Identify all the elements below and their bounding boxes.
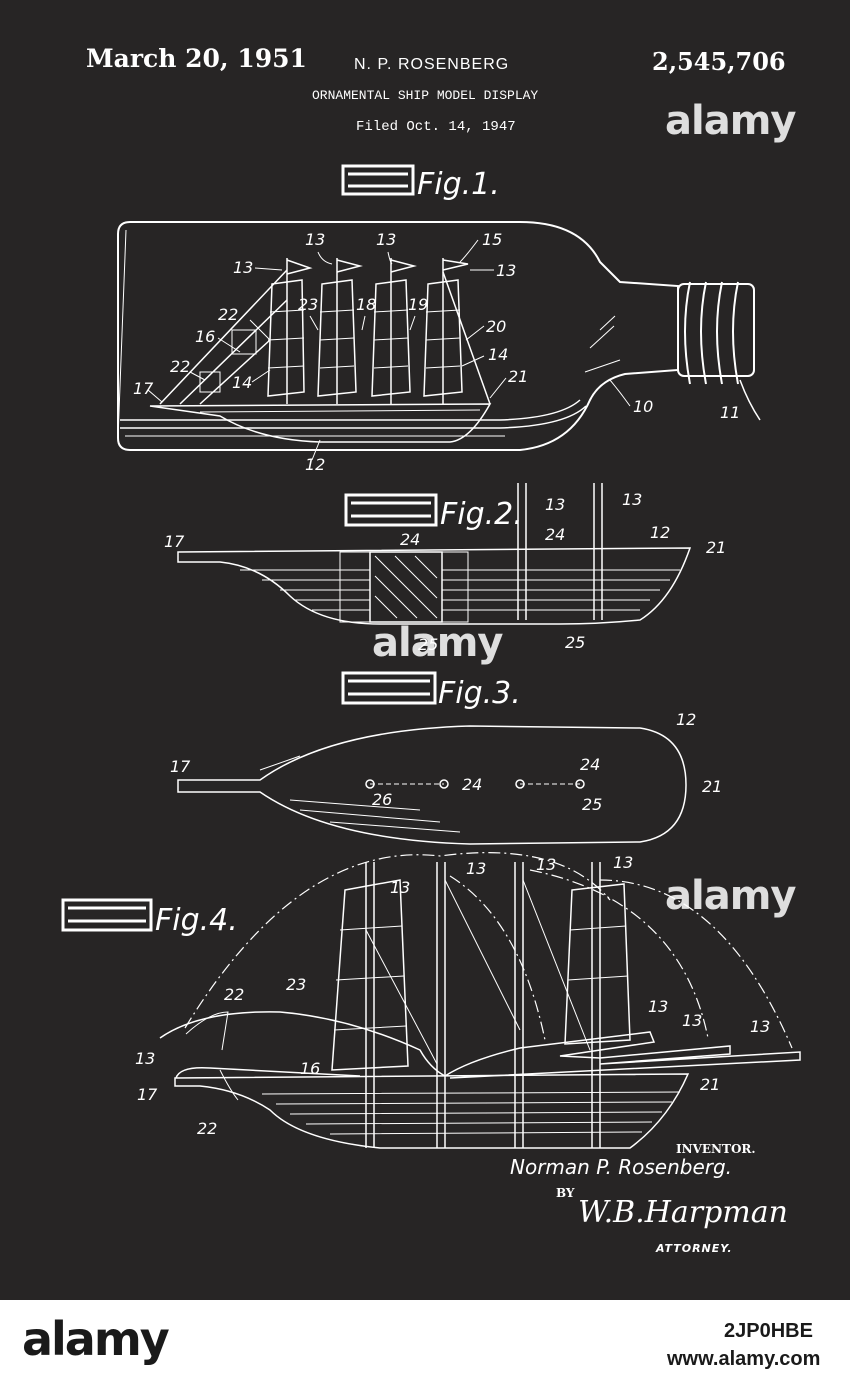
svg-text:22: 22: [170, 357, 190, 376]
svg-text:13: 13: [496, 261, 516, 280]
svg-text:24: 24: [400, 530, 420, 549]
fig3-ref-numbers: 12 17 24 24 26 25 21: [170, 710, 722, 814]
patent-sheet: Fig.1.: [0, 0, 850, 1300]
svg-text:24: 24: [545, 525, 565, 544]
svg-text:13: 13: [466, 859, 486, 878]
fig1-label-text: Fig.1.: [417, 167, 500, 202]
svg-text:17: 17: [164, 532, 185, 551]
fig3-label: Fig.3.: [343, 673, 521, 711]
svg-text:19: 19: [408, 295, 428, 314]
patent-date: March 20, 1951: [86, 44, 307, 73]
svg-text:13: 13: [233, 258, 253, 277]
inventor-name-header: N. P. ROSENBERG: [354, 56, 509, 74]
svg-text:13: 13: [305, 230, 325, 249]
fig1-ref-numbers: 131315 1313 222318 192016 221414 172110 …: [133, 230, 740, 474]
svg-text:13: 13: [648, 997, 668, 1016]
svg-text:17: 17: [133, 379, 154, 398]
svg-text:13: 13: [536, 855, 556, 874]
svg-text:17: 17: [170, 757, 191, 776]
svg-text:12: 12: [676, 710, 696, 729]
svg-text:13: 13: [622, 490, 642, 509]
svg-text:24: 24: [580, 755, 600, 774]
fig1-label: Fig.1.: [343, 166, 500, 202]
svg-text:14: 14: [488, 345, 508, 364]
watermark-logo: alamy: [372, 620, 502, 666]
svg-text:22: 22: [218, 305, 238, 324]
svg-text:25: 25: [565, 633, 585, 652]
svg-text:23: 23: [298, 295, 318, 314]
fig1-ship: [150, 258, 490, 442]
watermark-logo: alamy: [665, 98, 795, 144]
svg-text:23: 23: [286, 975, 306, 994]
svg-text:13: 13: [545, 495, 565, 514]
footer-url[interactable]: www.alamy.com: [667, 1348, 820, 1371]
fig3-label-text: Fig.3.: [438, 676, 521, 711]
image-id: 2JP0HBE: [724, 1320, 813, 1343]
svg-text:13: 13: [613, 853, 633, 872]
svg-text:22: 22: [224, 985, 244, 1004]
fig3-hull-plan: [178, 726, 686, 844]
svg-text:21: 21: [508, 367, 528, 386]
svg-text:21: 21: [706, 538, 726, 557]
svg-text:25: 25: [582, 795, 602, 814]
fig4-label-text: Fig.4.: [155, 903, 238, 938]
svg-text:13: 13: [750, 1017, 770, 1036]
svg-text:13: 13: [135, 1049, 155, 1068]
svg-text:14: 14: [232, 373, 252, 392]
by-label: BY: [556, 1186, 575, 1200]
filed-date: Filed Oct. 14, 1947: [356, 119, 516, 135]
patent-title: ORNAMENTAL SHIP MODEL DISPLAY: [312, 88, 538, 103]
fig4-label: Fig.4.: [63, 900, 238, 938]
footer-logo[interactable]: alamy: [22, 1312, 168, 1366]
fig1-leaders: [148, 240, 630, 460]
attorney-signature: W.B.Harpman: [578, 1195, 788, 1230]
svg-text:12: 12: [650, 523, 670, 542]
svg-text:13: 13: [376, 230, 396, 249]
svg-text:17: 17: [137, 1085, 158, 1104]
fig2-label: Fig.2.: [346, 495, 523, 532]
svg-text:22: 22: [197, 1119, 217, 1138]
svg-text:16: 16: [195, 327, 215, 346]
svg-text:13: 13: [390, 878, 410, 897]
svg-text:21: 21: [702, 777, 722, 796]
svg-text:12: 12: [305, 455, 325, 474]
svg-text:20: 20: [486, 317, 506, 336]
svg-text:24: 24: [462, 775, 482, 794]
svg-text:26: 26: [372, 790, 392, 809]
fig2-hull-section: [178, 483, 690, 624]
patent-number: 2,545,706: [652, 47, 786, 76]
svg-text:15: 15: [482, 230, 502, 249]
watermark-logo: alamy: [665, 873, 795, 919]
svg-text:18: 18: [356, 295, 376, 314]
attorney-label: ATTORNEY.: [656, 1242, 733, 1255]
inventor-label: INVENTOR.: [676, 1142, 756, 1156]
svg-text:13: 13: [682, 1011, 702, 1030]
inventor-signature: Norman P. Rosenberg.: [510, 1155, 732, 1179]
svg-text:11: 11: [720, 403, 740, 422]
svg-text:16: 16: [300, 1059, 320, 1078]
fig2-label-text: Fig.2.: [440, 497, 523, 532]
svg-text:21: 21: [700, 1075, 720, 1094]
svg-text:10: 10: [633, 397, 653, 416]
